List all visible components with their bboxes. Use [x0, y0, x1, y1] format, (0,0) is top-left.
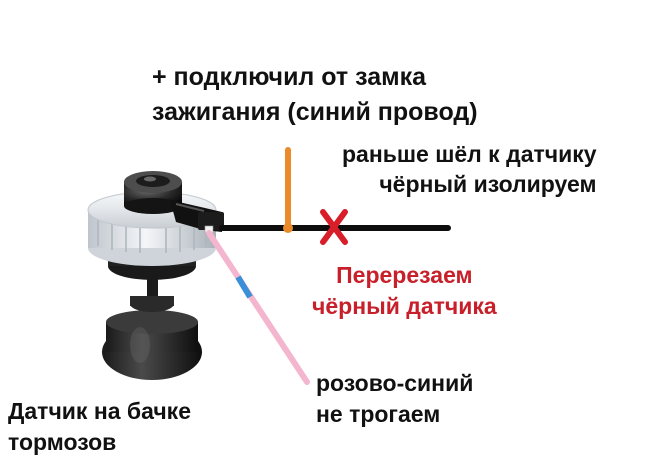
red-x-cut-icon: [320, 209, 348, 245]
ignition-note-line-1: + подключил от замка: [152, 63, 427, 91]
cut-black-wire-note: Перерезаем чёрный датчика: [312, 260, 497, 322]
cut-note-line-1: Перерезаем: [336, 262, 473, 288]
blue-stripe-mark: [235, 275, 253, 299]
orange-wire-junction: [283, 223, 293, 233]
pink-blue-wire-note: розово-синий не трогаем: [316, 368, 473, 430]
old-wire-note-line-1: раньше шёл к датчику: [342, 141, 597, 167]
cut-note-line-2: чёрный датчика: [312, 293, 497, 319]
sensor-caption: Датчик на бачке тормозов: [8, 396, 191, 458]
ignition-note-line-2: зажигания (синий провод): [152, 98, 478, 126]
pink-blue-wire: [206, 230, 310, 385]
sensor-caption-line-2: тормозов: [8, 429, 117, 455]
brake-fluid-sensor-image: [87, 171, 224, 380]
pink-note-line-1: розово-синий: [316, 370, 474, 396]
old-wire-note-line-2: чёрный изолируем: [379, 171, 597, 197]
sensor-caption-line-1: Датчик на бачке: [8, 398, 191, 424]
ignition-plus-note: + подключил от замка зажигания (синий пр…: [152, 60, 478, 130]
old-black-wire-note: раньше шёл к датчику чёрный изолируем: [342, 139, 597, 199]
pink-note-line-2: не трогаем: [316, 401, 441, 427]
